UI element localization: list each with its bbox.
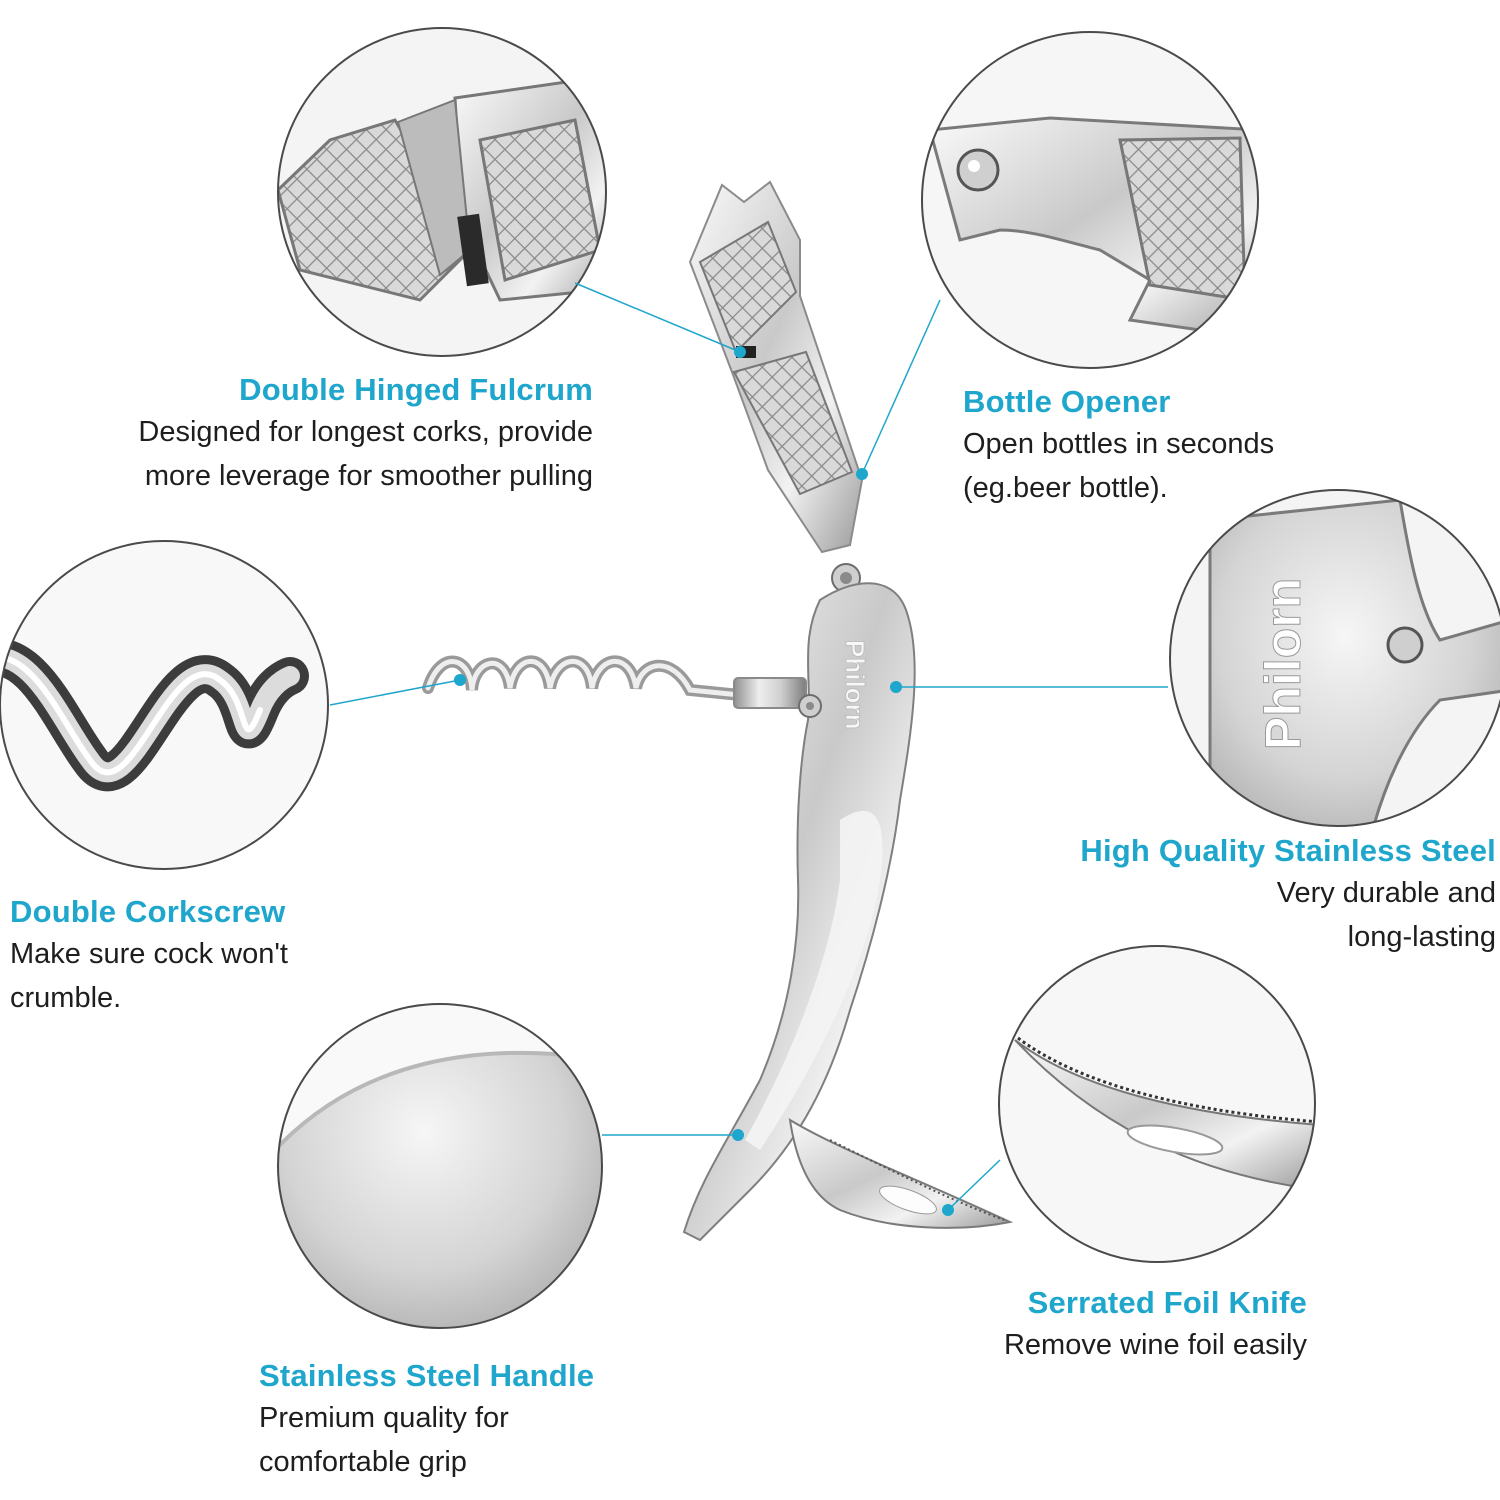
leader-corkscrew [329, 679, 461, 706]
feature-steel: High Quality Stainless Steel Very durabl… [1080, 831, 1496, 959]
feature-foil-knife: Serrated Foil Knife Remove wine foil eas… [1004, 1283, 1307, 1367]
feature-desc-line: Designed for longest corks, provide [138, 416, 593, 448]
feature-desc-line: Open bottles in seconds [963, 428, 1275, 460]
main-corkscrew: Philorn [422, 180, 1014, 1242]
feature-desc-line: Very durable and [1276, 877, 1496, 909]
feature-bottle-opener: Bottle Opener Open bottles in seconds (e… [963, 382, 1274, 510]
feature-corkscrew: Double Corkscrew Make sure cock won't cr… [10, 892, 288, 1020]
leader-opener [861, 299, 941, 475]
leader-fulcrum [574, 282, 741, 353]
feature-fulcrum: Double Hinged Fulcrum Designed for longe… [138, 370, 593, 498]
leader-dots [454, 346, 954, 1216]
steel-detail-circle: Philorn [1169, 489, 1500, 827]
leader-knife [947, 1159, 1001, 1211]
dot-corkscrew [454, 674, 466, 686]
feature-desc-line: more leverage for smoother pulling [144, 460, 593, 492]
feature-title: Stainless Steel Handle [259, 1358, 595, 1393]
handle-detail-circle [277, 1003, 603, 1329]
feature-title: Double Hinged Fulcrum [239, 372, 593, 407]
knife-detail-circle [998, 945, 1316, 1263]
feature-desc-line: Make sure cock won't [10, 938, 288, 970]
dot-steel [890, 681, 902, 693]
fulcrum-detail-circle [277, 27, 607, 357]
dot-handle [732, 1129, 744, 1141]
corkscrew-detail-circle [0, 540, 329, 870]
dot-fulcrum [734, 346, 746, 358]
opener-detail-circle [921, 31, 1259, 369]
leader-lines [329, 282, 1168, 1211]
feature-title: Serrated Foil Knife [1027, 1285, 1307, 1320]
feature-desc-line: comfortable grip [259, 1446, 467, 1478]
steel-logo-text: Philorn [1255, 578, 1311, 750]
feature-handle: Stainless Steel Handle Premium quality f… [259, 1356, 594, 1484]
feature-desc-line: (eg.beer bottle). [963, 472, 1168, 504]
feature-title: Bottle Opener [963, 384, 1171, 419]
feature-title: Double Corkscrew [10, 894, 286, 929]
handle-logo-text: Philorn [840, 640, 870, 730]
dot-knife [942, 1204, 954, 1216]
feature-desc-line: long-lasting [1347, 921, 1496, 953]
feature-desc-line: Premium quality for [259, 1402, 509, 1434]
feature-desc-line: Remove wine foil easily [1003, 1329, 1307, 1361]
dot-opener [856, 468, 868, 480]
feature-desc-line: crumble. [10, 982, 122, 1014]
feature-title: High Quality Stainless Steel [1080, 833, 1496, 868]
